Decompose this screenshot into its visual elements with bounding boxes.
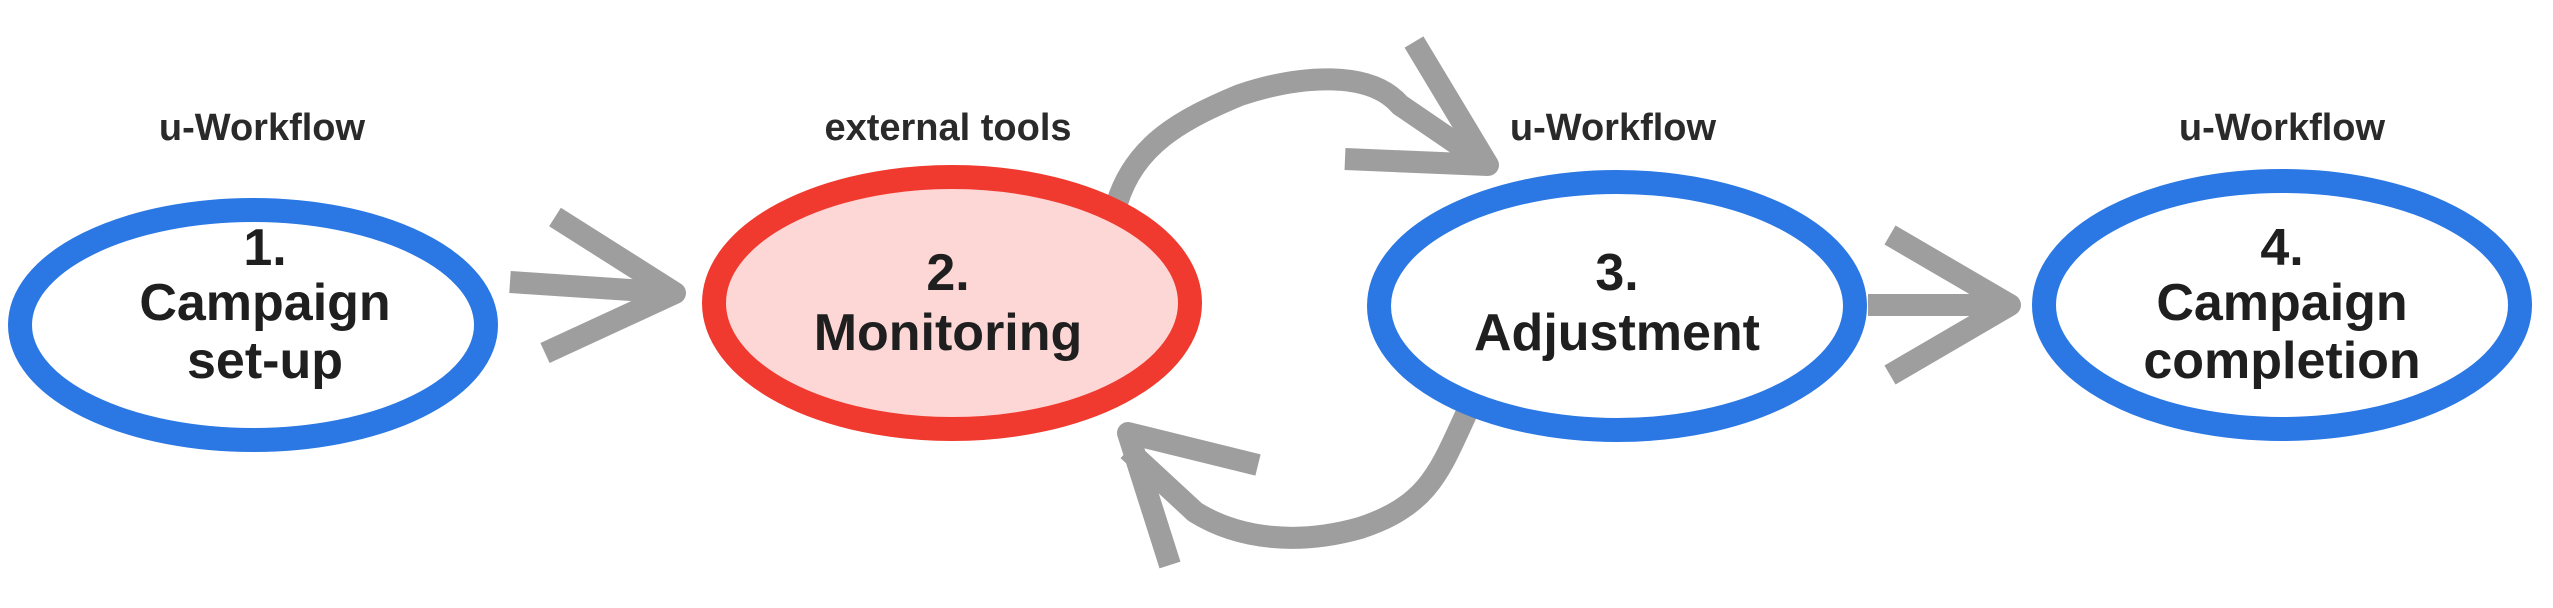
node-1-title-line1: Campaign xyxy=(139,274,390,332)
arrow-2-to-3-loop xyxy=(1106,36,1499,207)
node-3-tag: u-Workflow xyxy=(1510,107,1717,149)
node-4-campaign-completion: u-Workflow 4. Campaign completion xyxy=(2032,107,2532,441)
node-2-title: Monitoring xyxy=(814,304,1083,362)
node-4-ellipse xyxy=(2032,169,2532,441)
node-1-title-line2: set-up xyxy=(187,332,343,390)
node-4-title-line1: Campaign xyxy=(2156,274,2407,332)
node-2-monitoring: external tools 2. Monitoring xyxy=(702,107,1202,441)
node-2-ellipse xyxy=(702,165,1202,441)
node-3-ellipse xyxy=(1367,170,1867,442)
node-1-ellipse xyxy=(8,198,498,452)
node-2-tag: external tools xyxy=(824,107,1071,149)
node-3-number: 3. xyxy=(1595,244,1638,302)
node-3-adjustment: u-Workflow 3. Adjustment xyxy=(1367,107,1867,442)
arrow-1-to-2 xyxy=(509,207,686,363)
arrow-3-to-2-loop xyxy=(1117,405,1478,569)
arrow-3-to-4 xyxy=(1868,225,2021,385)
node-1-campaign-setup: u-Workflow 1. Campaign set-up xyxy=(8,107,498,452)
node-1-number: 1. xyxy=(243,219,286,277)
node-4-number: 4. xyxy=(2260,219,2303,277)
node-4-title-line2: completion xyxy=(2143,332,2420,390)
node-1-tag: u-Workflow xyxy=(159,107,366,149)
node-2-number: 2. xyxy=(926,244,969,302)
node-4-tag: u-Workflow xyxy=(2179,107,2386,149)
node-3-title: Adjustment xyxy=(1474,304,1760,362)
